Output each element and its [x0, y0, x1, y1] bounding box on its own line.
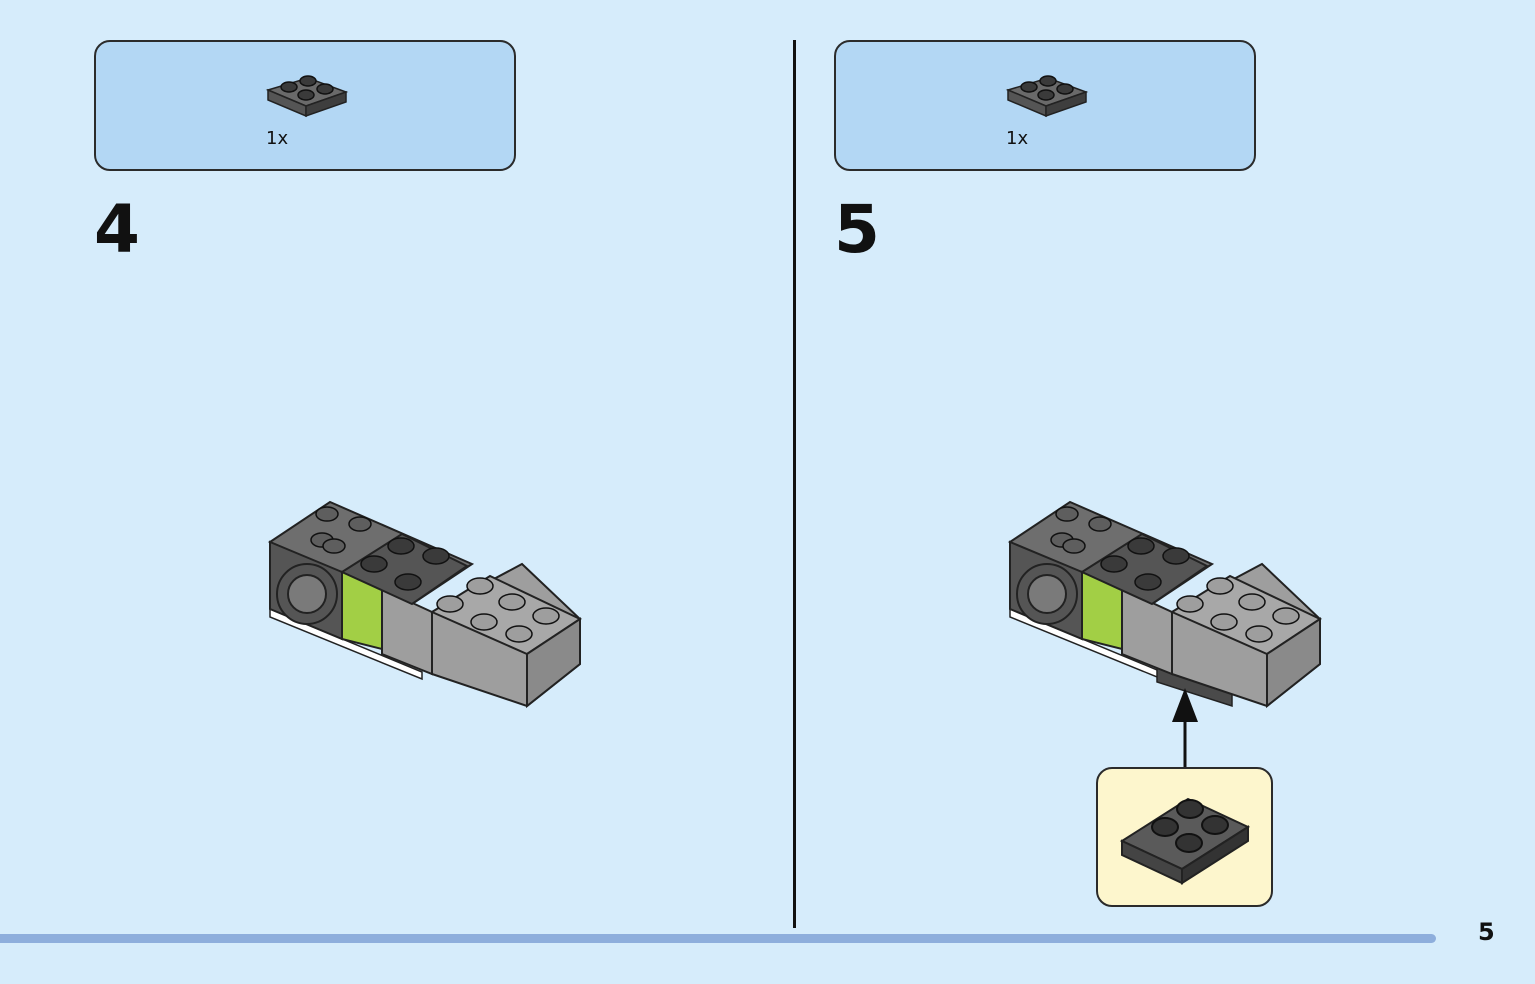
step-number-5: 5 — [834, 191, 880, 268]
page-divider — [793, 40, 796, 928]
step-5-model — [1007, 500, 1323, 709]
part-callout — [1096, 767, 1273, 907]
step-4-model — [267, 500, 583, 709]
part-quantity: 1x — [266, 128, 289, 149]
progress-bar — [0, 934, 1436, 943]
step-number-4: 4 — [94, 191, 140, 268]
dark-gray-2x2-plate-icon — [1005, 75, 1089, 118]
parts-list-step-5: 1x — [834, 40, 1256, 171]
part-quantity: 1x — [1006, 128, 1029, 149]
page-number: 5 — [1478, 918, 1495, 946]
parts-list-step-4: 1x — [94, 40, 516, 171]
arrow-up-icon — [1172, 688, 1198, 768]
dark-gray-2x2-plate-icon — [1119, 797, 1251, 885]
dark-gray-2x2-plate-icon — [265, 75, 349, 118]
